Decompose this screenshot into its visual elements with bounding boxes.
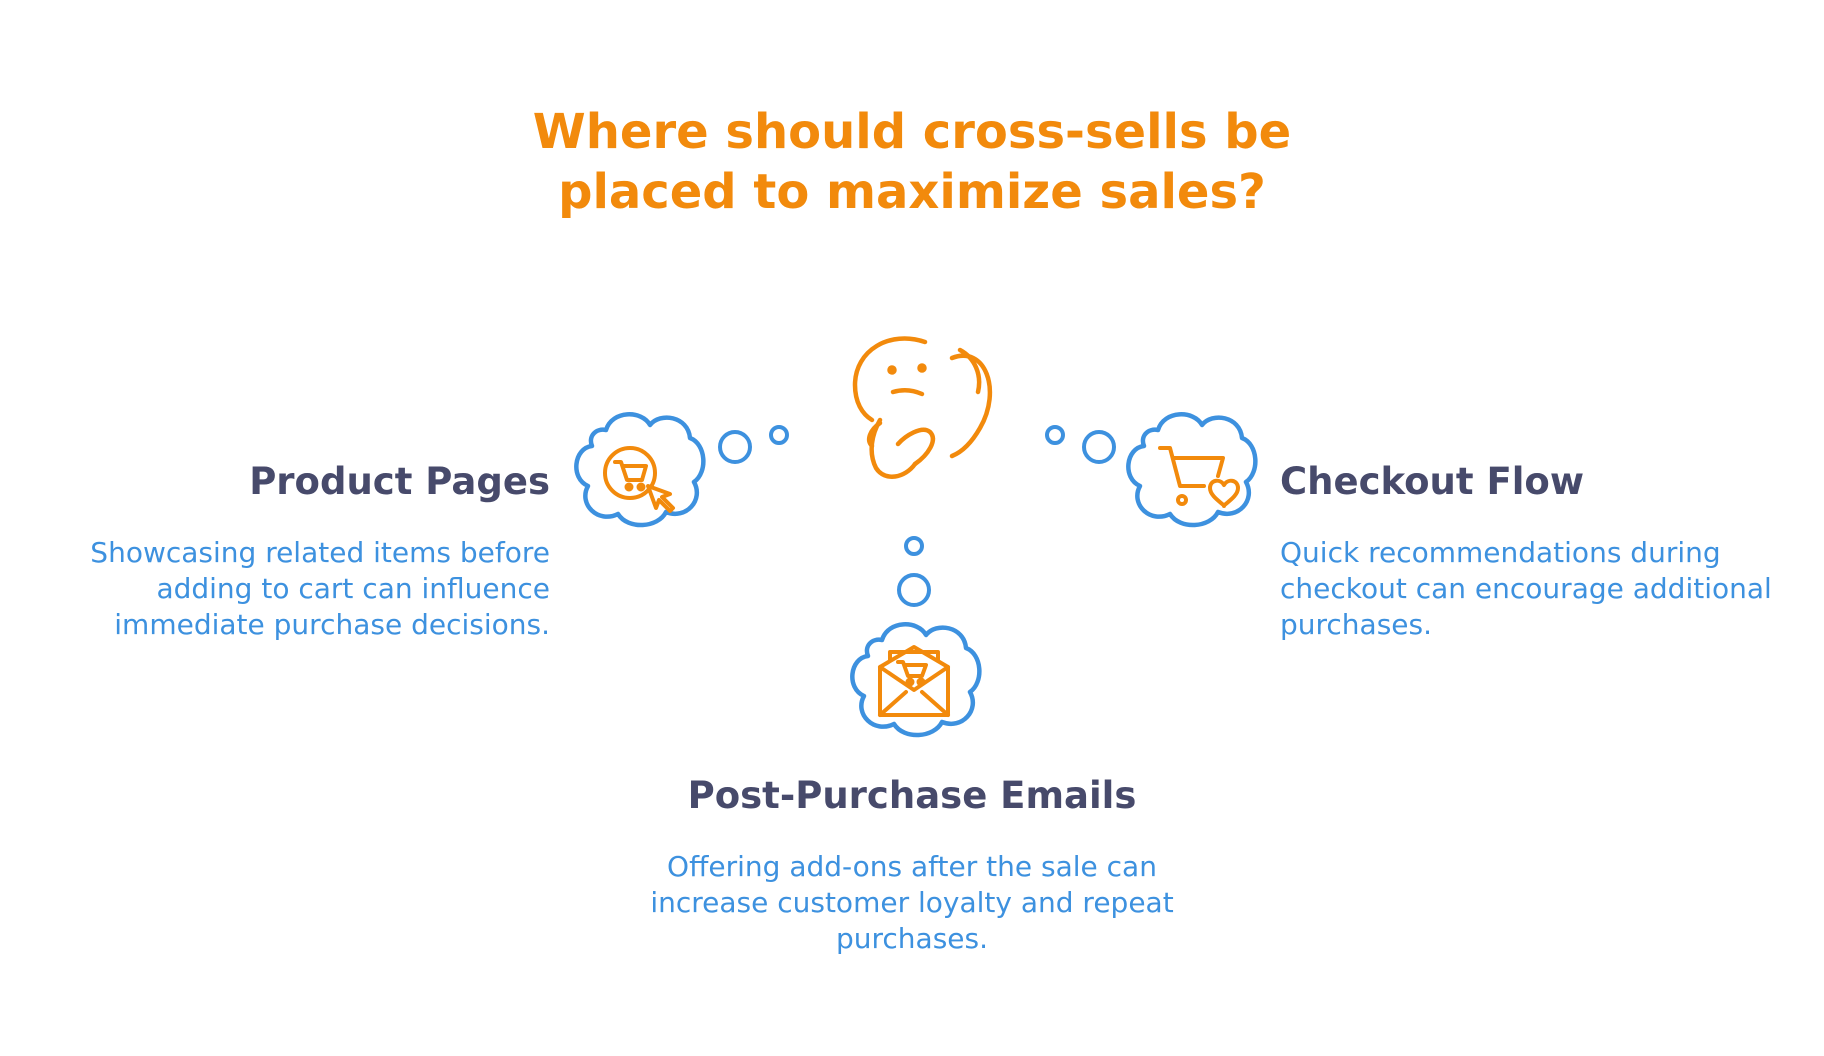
description-post-purchase-emails: Offering add-ons after the sale can incr… (650, 850, 1174, 955)
heading-product-pages: Product Pages (249, 460, 550, 503)
thought-dots-bottom (897, 536, 931, 607)
thought-dots-left (718, 425, 789, 464)
email-cart-icon (878, 645, 950, 717)
heading-post-purchase-emails: Post-Purchase Emails (687, 774, 1137, 817)
cart-click-icon (603, 446, 675, 513)
cloud-product-pages (574, 412, 706, 528)
thought-dots-right (1045, 425, 1116, 464)
description-checkout-flow: Quick recommendations during checkout ca… (1280, 536, 1772, 641)
cloud-checkout-flow (1126, 412, 1258, 528)
thinking-face-icon (852, 336, 993, 479)
cloud-post-purchase-emails (850, 622, 982, 738)
cart-heart-icon (1158, 446, 1240, 508)
description-product-pages: Showcasing related items before adding t… (90, 536, 550, 641)
diagram-title: Where should cross-sells be placed to ma… (532, 104, 1292, 220)
heading-checkout-flow: Checkout Flow (1280, 460, 1585, 503)
